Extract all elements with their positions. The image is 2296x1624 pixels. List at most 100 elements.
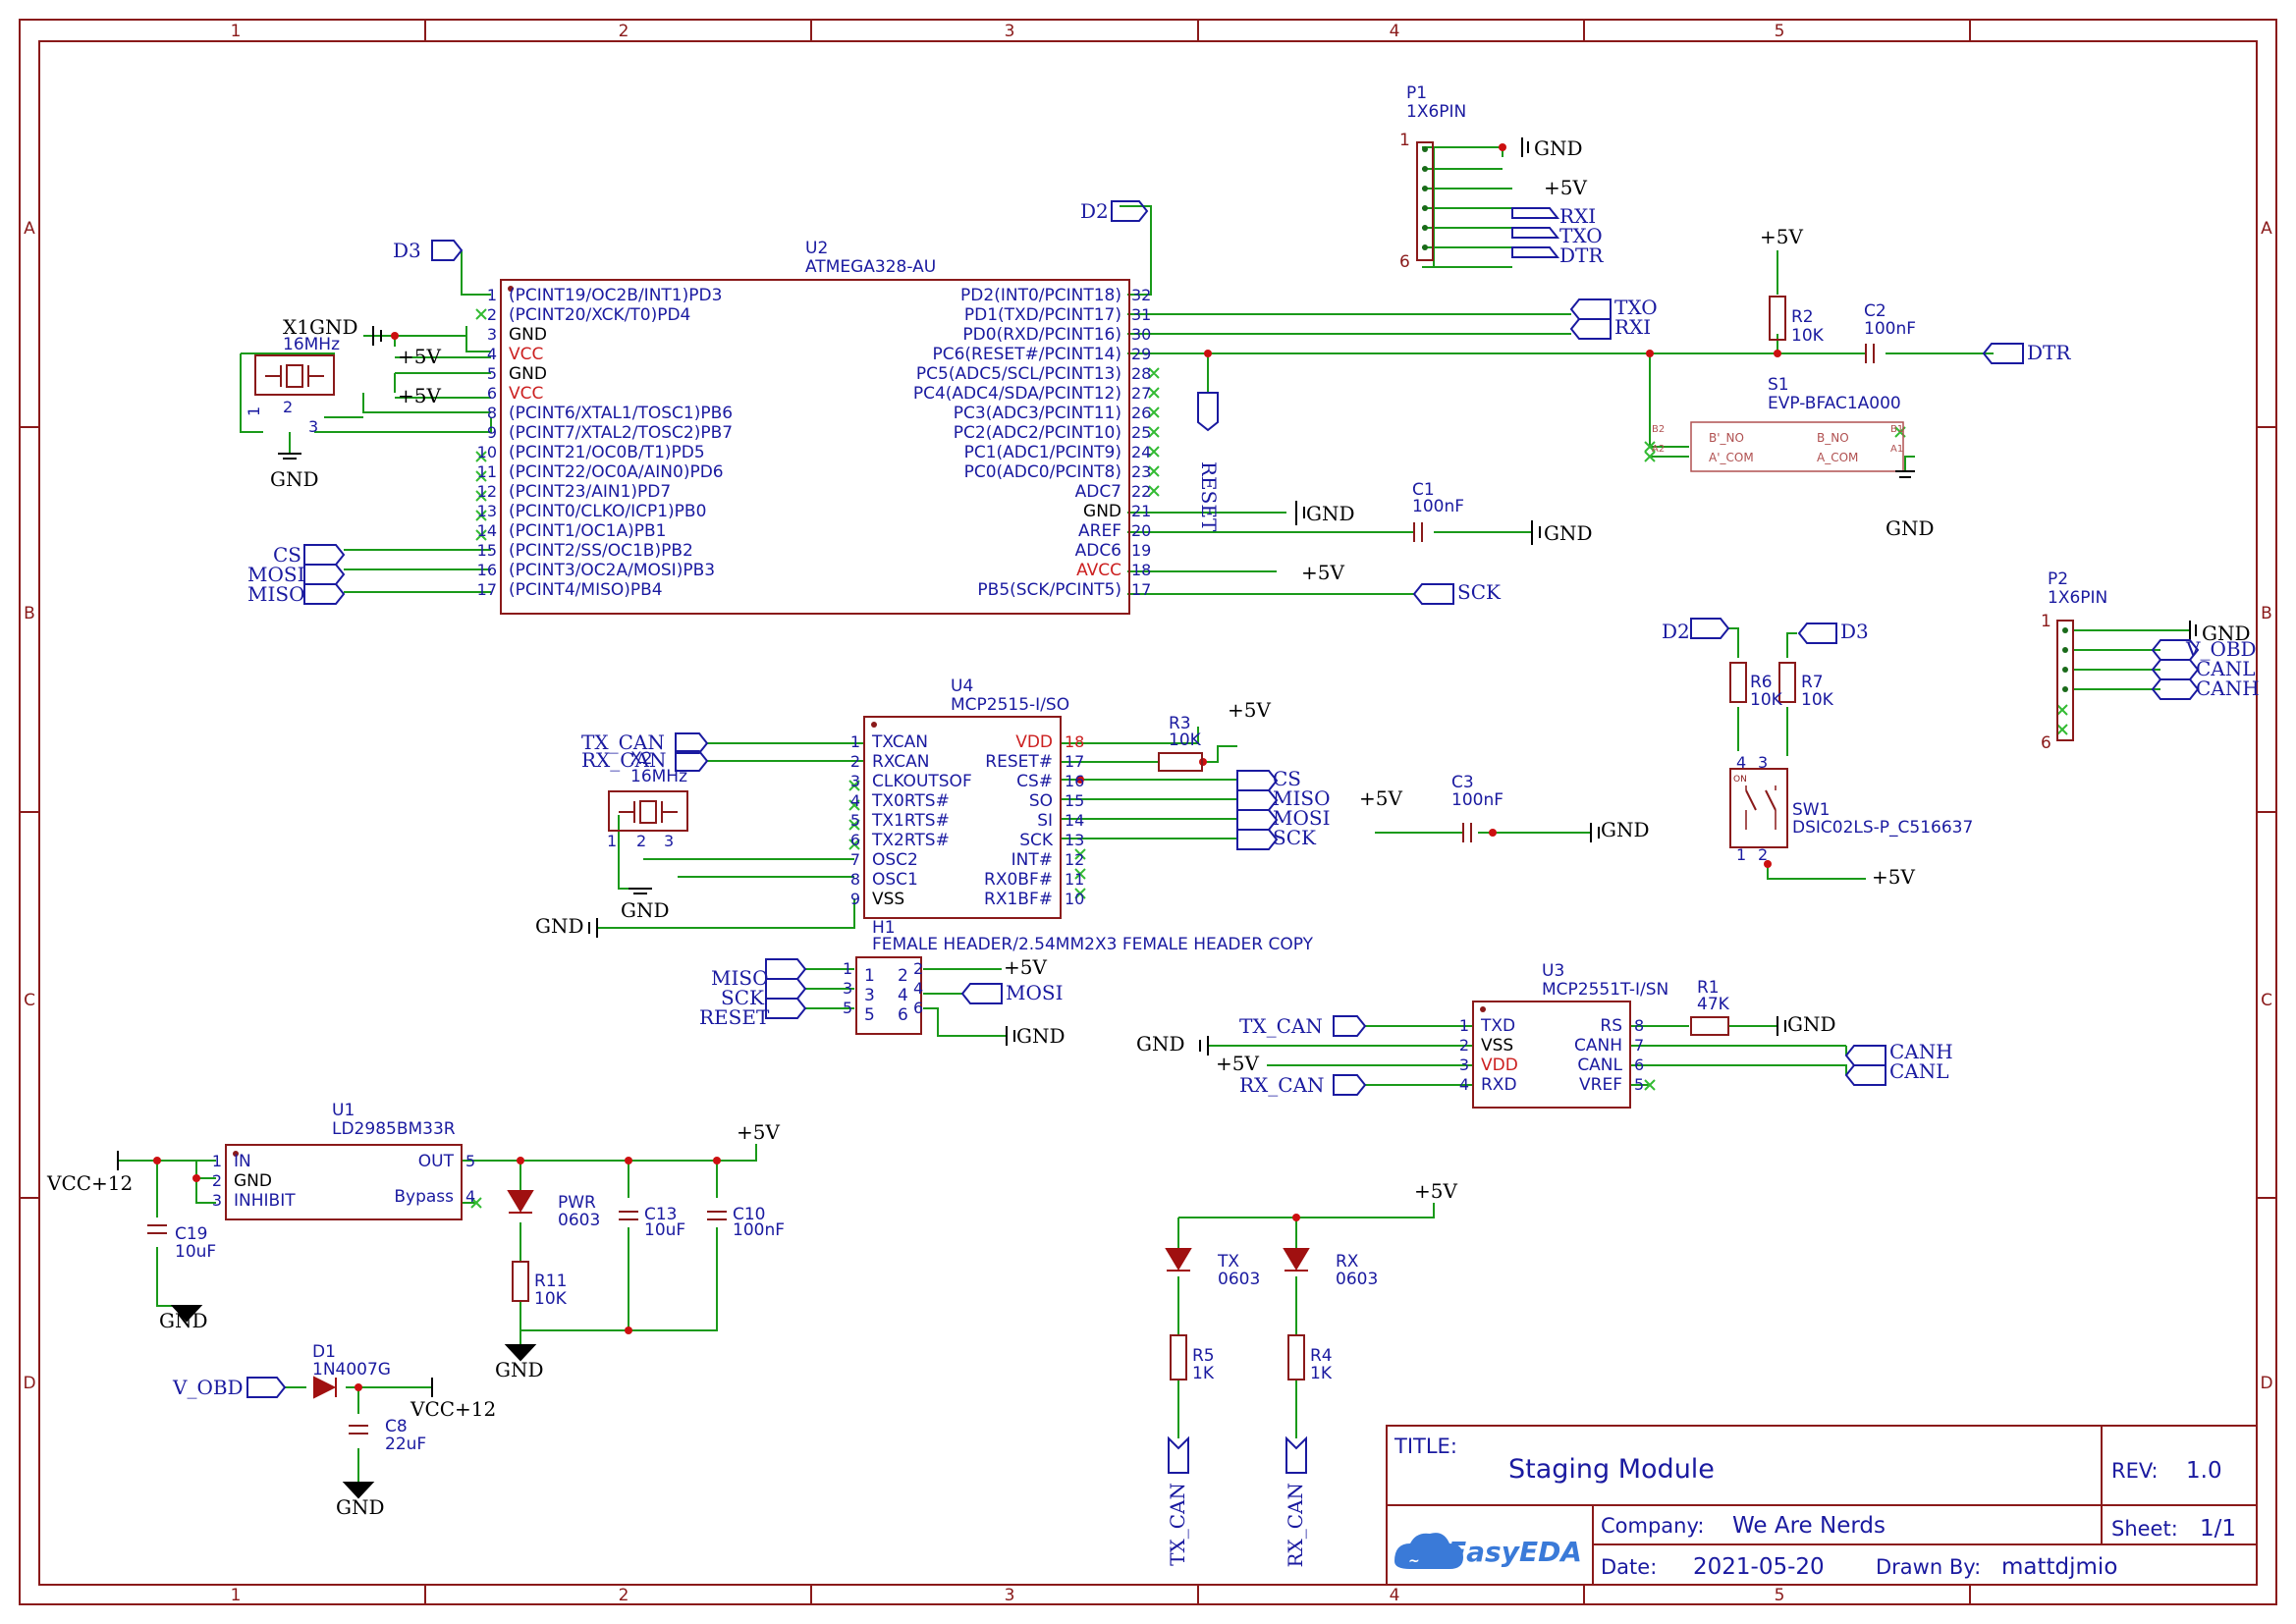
c3-ref: C3 (1451, 773, 1474, 792)
resistors[interactable] (512, 296, 1796, 1380)
u3-right-num-5: 5 (1634, 1075, 1644, 1094)
diodes[interactable] (313, 1190, 1310, 1399)
c19-body (147, 1224, 167, 1234)
p5v-u1: +5V (737, 1120, 780, 1144)
u2-left-num-6: 6 (487, 384, 497, 403)
u2-left-name-1: (PCINT19/OC2B/INT1)PD3 (509, 286, 722, 305)
u2-right-num-27: 27 (1131, 384, 1151, 403)
p5v-u2-6: +5V (398, 384, 441, 407)
u2-right-num-26: 26 (1131, 404, 1151, 422)
net-rxcan-u4: RX_CAN (581, 748, 667, 772)
p5v-u2-4: +5V (398, 345, 441, 368)
u2-right-name-30: PD0(RXD/PCINT16) (962, 325, 1121, 345)
c2-val: 100nF (1864, 319, 1916, 339)
h1-header[interactable]: H1 FEMALE HEADER/2.54MM2X3 FEMALE HEADER… (843, 918, 1314, 1035)
wires (118, 146, 2190, 1483)
u4-right-num-16: 16 (1065, 772, 1084, 790)
h1-in-6: 6 (898, 1005, 908, 1025)
u2-right-name-27: PC4(ADC4/SDA/PCINT12) (913, 384, 1121, 404)
u4-left-name-2: RXCAN (872, 752, 929, 772)
u2-right-num-17: 17 (1131, 580, 1151, 599)
sheet-label: Sheet: (2111, 1517, 2178, 1541)
u4-left-name-9: VSS (872, 890, 904, 909)
u2-right-name-19: ADC6 (1075, 541, 1121, 561)
u2-right-name-17: PB5(SCK/PCINT5) (977, 580, 1121, 600)
x2-ref: X2 (630, 749, 652, 769)
sw1-on: ON (1733, 775, 1747, 785)
r6-ref: R6 (1750, 673, 1773, 692)
diode-labels: D1 1N4007G PWR 0603 TX 0603 RX 0603 (312, 1193, 1378, 1380)
x1-crystal[interactable]: X1 16MHz 1 2 3 (245, 315, 340, 436)
u2-left-num-1: 1 (487, 286, 497, 304)
company-label: Company: (1601, 1514, 1704, 1538)
u4-left-name-8: OSC1 (872, 870, 918, 890)
u2-left-name-12: (PCINT23/AIN1)PD7 (509, 482, 671, 502)
r3-ref: R3 (1169, 714, 1191, 733)
p2-last: 6 (2041, 733, 2051, 753)
junctions (153, 143, 1781, 1391)
h1-in-5: 5 (864, 1005, 875, 1025)
p5v-leds: +5V (1414, 1179, 1457, 1203)
s1-switch[interactable]: S1 EVP-BFAC1A000 B'_NO A'_COM B_NO A_COM… (1652, 375, 1904, 472)
capacitors[interactable] (147, 344, 1875, 1435)
p2-connector[interactable]: P2 1X6PIN 1 6 (2041, 569, 2107, 753)
u1-left-num-3: 3 (212, 1191, 222, 1210)
c8-body (349, 1425, 368, 1435)
title-block: TITLE: Staging Module REV: 1.0 Company: … (1386, 1425, 2258, 1586)
sw1-dip-switch[interactable]: ON SW1 DSIC02LS-P_C516637 4 3 1 2 (1729, 753, 1973, 864)
d1-val: 1N4007G (312, 1360, 391, 1380)
u4-right-name-14: SI (1037, 811, 1053, 831)
r5-ref: R5 (1192, 1346, 1215, 1366)
tx-led (1165, 1248, 1192, 1272)
u4-left-name-6: TX2RTS# (871, 831, 950, 850)
p1-first: 1 (1399, 131, 1410, 150)
p1-connector[interactable]: P1 1X6PIN 1 6 (1399, 83, 1466, 272)
s1-pin-acom2: A_COM (1817, 451, 1858, 464)
u2-right-name-31: PD1(TXD/PCINT17) (964, 305, 1121, 325)
sw1-pin-2: 2 (1758, 845, 1768, 864)
net-d3-sw: D3 (1840, 620, 1869, 643)
row-c: C (24, 991, 35, 1010)
s1-pin-bno: B'_NO (1709, 431, 1744, 445)
u4-left-name-5: TX1RTS# (871, 811, 950, 831)
u2-left-name-6: VCC (509, 384, 543, 404)
u2-left-num-2: 2 (487, 305, 497, 324)
u2-right-num-23: 23 (1131, 462, 1151, 481)
u3-ref: U3 (1542, 961, 1564, 981)
u2-right-num-22: 22 (1131, 482, 1151, 501)
no-connect-marks (470, 308, 2068, 1209)
u1-left-name-2: GND (234, 1171, 272, 1191)
u4-left-name-7: OSC2 (872, 850, 918, 870)
u2-right-num-20: 20 (1131, 521, 1151, 540)
net-vobd-d1: V_OBD (172, 1376, 244, 1399)
sw1-pin-1: 1 (1736, 845, 1746, 864)
u2-right-pins: 32PD2(INT0/PCINT18)31PD1(TXD/PCINT17)30P… (913, 286, 1152, 600)
u4-right-name-10: RX1BF# (984, 890, 1053, 909)
ground-symbols (117, 137, 2197, 1499)
u2-right-name-18: AVCC (1076, 561, 1121, 580)
row-a: A (24, 219, 35, 239)
c19-ref: C19 (175, 1224, 208, 1244)
u2-left-num-9: 9 (487, 423, 497, 442)
u3-left-name-3: VDD (1481, 1056, 1518, 1075)
h1-pin-5: 5 (843, 999, 852, 1017)
row-d: D (23, 1374, 35, 1393)
net-canl-u3: CANL (1889, 1059, 1949, 1083)
u3-left-name-2: VSS (1481, 1036, 1513, 1056)
u4-right-num-13: 13 (1065, 831, 1084, 849)
gnd-u4-9: GND (535, 914, 584, 938)
x2-crystal[interactable]: X2 16MHz 1 2 3 (607, 749, 688, 850)
pwr-val: 0603 (558, 1211, 600, 1230)
h1-pin-3: 3 (843, 979, 852, 998)
u2-atmega328[interactable]: U2 ATMEGA328-AU 1(PCINT19/OC2B/INT1)PD32… (477, 239, 1152, 615)
u2-left-pins: 1(PCINT19/OC2B/INT1)PD32(PCINT20/XCK/T0)… (477, 286, 733, 600)
u1-left-num-2: 2 (212, 1171, 222, 1190)
p2-part: 1X6PIN (2048, 588, 2107, 608)
c13-ref: C13 (644, 1205, 678, 1224)
r5-body (1170, 1334, 1187, 1380)
u2-left-name-8: (PCINT6/XTAL1/TOSC1)PB6 (509, 404, 733, 423)
